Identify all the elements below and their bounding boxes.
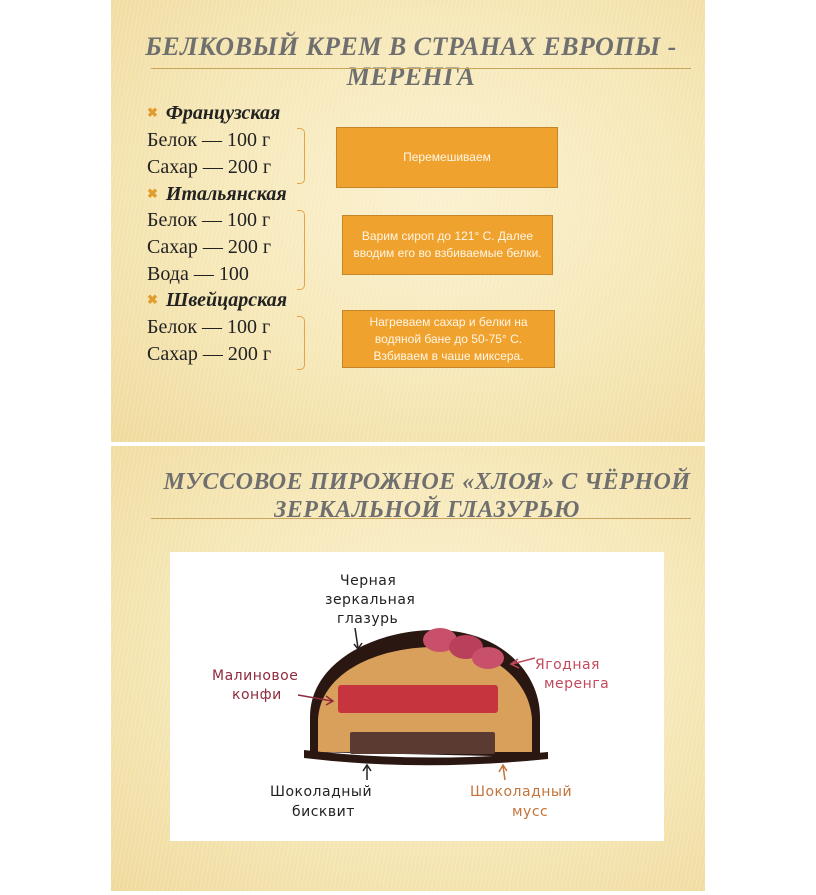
ingredient-line: Сахар — 200 г — [147, 236, 272, 258]
svg-text:конфи: конфи — [232, 687, 282, 703]
title-rule — [151, 518, 691, 519]
svg-text:Черная: Черная — [340, 573, 396, 589]
svg-text:мусс: мусс — [512, 804, 548, 820]
bullet-icon: ✖ — [147, 186, 158, 201]
brace-italian — [297, 210, 305, 290]
label-glaze: Черная зеркальная глазурь — [325, 573, 415, 627]
meringue-drop — [472, 647, 504, 669]
ingredient-line: Сахар — 200 г — [147, 343, 272, 365]
bullet-icon: ✖ — [147, 105, 158, 120]
svg-text:бисквит: бисквит — [292, 804, 355, 820]
slide-title: Муссовое пирожное «Хлоя» с чёрной зеркал… — [163, 469, 691, 523]
recipe-heading-italian: ✖Итальянская — [147, 183, 287, 205]
svg-text:зеркальная: зеркальная — [325, 592, 415, 608]
label-mousse: Шоколадный мусс — [470, 784, 572, 820]
glaze-base — [304, 750, 548, 766]
svg-text:Ягодная: Ягодная — [535, 657, 600, 673]
svg-text:меренга: меренга — [544, 676, 609, 692]
recipe-heading-swiss: ✖Швейцарская — [147, 289, 288, 311]
raspberry-layer — [338, 685, 498, 713]
dessert-illustration: Черная зеркальная глазурь Малиновое конф… — [170, 552, 664, 841]
label-raspberry: Малиновое конфи — [212, 668, 298, 703]
arrow-mousse — [502, 765, 506, 781]
title-rule — [151, 68, 691, 69]
meringue-drop — [423, 628, 457, 652]
slide-title: Белковый крем в странах Европы - меренга — [145, 32, 677, 91]
ingredient-line: Белок — 100 г — [147, 209, 271, 231]
ingredient-line: Белок — 100 г — [147, 129, 271, 151]
bullet-icon: ✖ — [147, 292, 158, 307]
dessert-cross-section: Черная зеркальная глазурь Малиновое конф… — [212, 573, 609, 820]
biscuit-layer — [350, 732, 495, 754]
arrow-meringue — [511, 657, 536, 665]
note-box-swiss: Нагреваем сахар и белки на водяной бане … — [342, 310, 555, 368]
note-box-italian: Варим сироп до 121° С. Далее вводим его … — [342, 215, 553, 275]
label-meringue: Ягодная меренга — [535, 657, 609, 692]
brace-swiss — [297, 316, 305, 370]
label-biscuit: Шоколадный бисквит — [270, 784, 372, 820]
svg-text:Шоколадный: Шоколадный — [470, 784, 572, 800]
recipe-heading-french: ✖Французская — [147, 102, 281, 124]
arrow-raspberry — [297, 694, 333, 702]
ingredient-line: Сахар — 200 г — [147, 156, 272, 178]
arrow-glaze — [354, 627, 359, 649]
slide-meringue: Белковый крем в странах Европы - меренга… — [111, 0, 705, 442]
ingredient-line: Белок — 100 г — [147, 316, 271, 338]
slide-dessert: Муссовое пирожное «Хлоя» с чёрной зеркал… — [111, 446, 705, 891]
svg-text:Малиновое: Малиновое — [212, 668, 298, 684]
svg-text:глазурь: глазурь — [337, 611, 398, 627]
brace-french — [297, 128, 305, 184]
ingredient-line: Вода — 100 — [147, 263, 249, 285]
note-box-french: Перемешиваем — [336, 127, 558, 188]
svg-text:Шоколадный: Шоколадный — [270, 784, 372, 800]
